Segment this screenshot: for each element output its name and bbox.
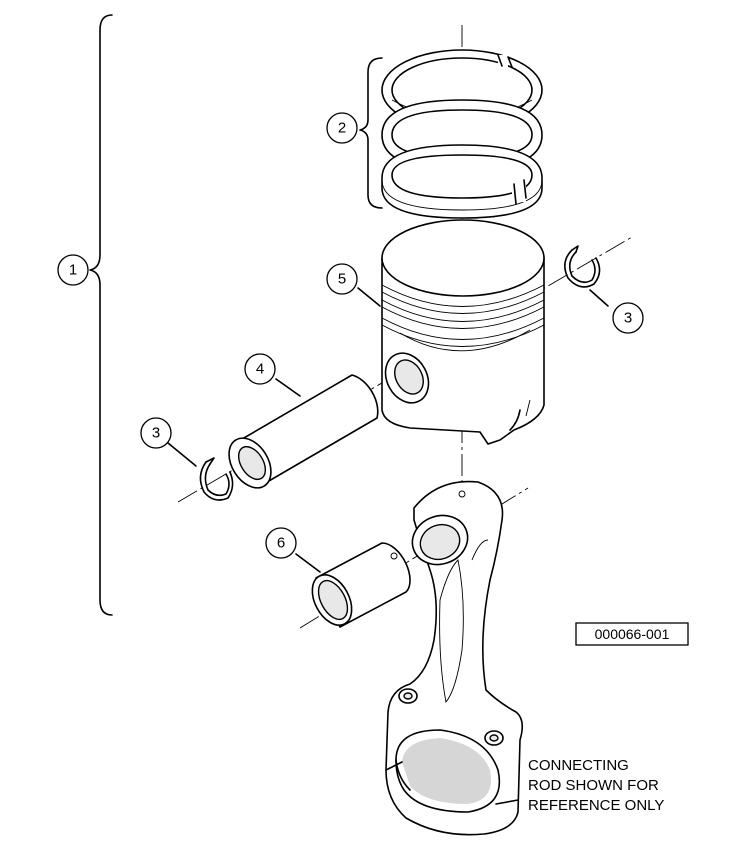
svg-text:3: 3	[152, 425, 160, 442]
svg-text:1: 1	[69, 262, 77, 279]
reference-note: CONNECTING ROD SHOWN FOR REFERENCE ONLY	[528, 757, 664, 814]
note-line-2: ROD SHOWN FOR	[528, 777, 659, 794]
snap-ring-right	[564, 245, 601, 288]
callout-2: 2	[326, 112, 358, 144]
svg-text:5: 5	[338, 271, 346, 288]
svg-text:3: 3	[624, 310, 632, 327]
note-line-3: REFERENCE ONLY	[528, 797, 664, 814]
piston	[381, 219, 545, 445]
callout-3-left: 3	[140, 417, 172, 449]
assembly-bracket	[89, 14, 113, 616]
leader-lines	[167, 287, 609, 573]
piston-rings	[381, 49, 543, 219]
callout-1: 1	[57, 254, 89, 286]
callout-5: 5	[326, 263, 358, 295]
callout-6: 6	[265, 527, 297, 559]
ring-set-bracket	[359, 57, 383, 209]
svg-text:000066-001: 000066-001	[595, 626, 670, 642]
callout-3-right: 3	[612, 302, 644, 334]
svg-text:6: 6	[277, 535, 285, 552]
note-line-1: CONNECTING	[528, 757, 629, 774]
piston-pin	[228, 374, 379, 489]
svg-text:4: 4	[256, 361, 264, 378]
callout-4: 4	[244, 353, 276, 385]
pin-bushing	[311, 542, 411, 628]
figure-id-label: 000066-001	[575, 622, 689, 646]
snap-ring-left	[199, 457, 234, 501]
connecting-rod	[385, 480, 524, 836]
svg-text:2: 2	[338, 120, 346, 137]
